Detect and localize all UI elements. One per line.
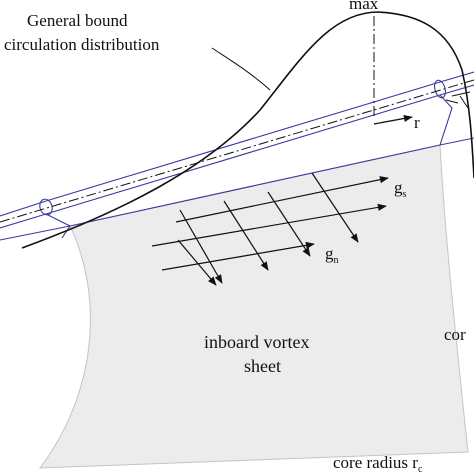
blade: [0, 71, 474, 241]
core-radius-text: core radius r: [333, 453, 418, 472]
r-label: r: [414, 113, 420, 132]
gs-subscript: s: [403, 189, 407, 200]
gn-arrows: [177, 172, 359, 286]
general-bound-label-line1: General bound: [27, 11, 128, 30]
gs-arrows: [151, 176, 389, 271]
blade-top-edge: [0, 71, 474, 217]
gs-arrow-upper: [175, 176, 389, 223]
gs-arrow-bottom: [161, 241, 315, 271]
inboard-label-line1: inboard vortex: [204, 332, 309, 352]
gs-label: gs: [394, 178, 407, 200]
blade-axis: [0, 79, 474, 223]
gn-arrow-5: [177, 239, 217, 286]
gs-arrow-lower: [151, 203, 387, 247]
tip-detail: [445, 91, 471, 109]
blade-bottom-edge: [0, 84, 474, 229]
max-label: max: [349, 0, 379, 13]
cor-cut-label: cor: [444, 325, 466, 344]
blade-root-fold: [45, 213, 71, 239]
gn-arrow-4: [311, 172, 359, 243]
axis-lines: [0, 16, 474, 223]
core-radius-label: core radius rc: [333, 453, 423, 474]
gn-g: g: [325, 244, 334, 263]
circulation-curve: [21, 11, 474, 249]
r-arrow: [373, 114, 413, 125]
general-bound-label-line2: circulation distribution: [4, 35, 160, 54]
gn-arrow-1: [179, 209, 223, 284]
label-leader: [211, 47, 271, 91]
blade-tip-fold: [439, 94, 453, 146]
gs-g: g: [394, 178, 403, 197]
inboard-label-line2: sheet: [244, 356, 281, 376]
core-radius-subscript: c: [418, 464, 423, 474]
gn-arrow-3: [267, 191, 311, 257]
gn-subscript: n: [334, 255, 339, 266]
blade-lower-edge: [0, 137, 474, 241]
gn-label: gn: [325, 244, 339, 266]
gn-arrow-2: [223, 200, 269, 271]
vortex-sheet-surface: [38, 144, 469, 469]
